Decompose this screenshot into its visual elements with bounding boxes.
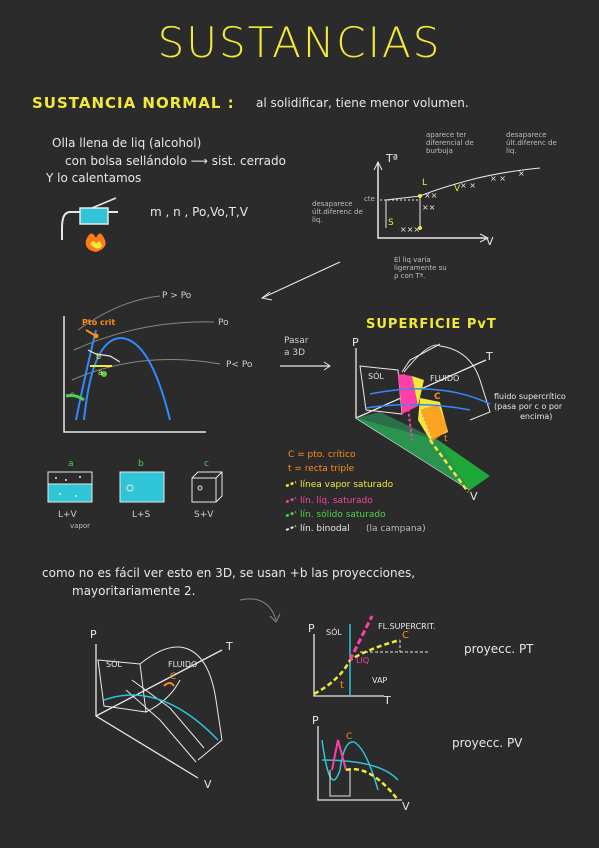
tv-note-top1: aparece ter diferencial de burbuja — [426, 131, 474, 155]
b3d-lbl-sol: SÓL — [106, 660, 122, 669]
pv-lbl-a: a — [98, 368, 103, 377]
state-b-tag: b — [138, 459, 144, 469]
sup-note-1: fluido supercrítico — [494, 392, 566, 401]
legend-item-liq: lín. líq. saturado — [300, 496, 373, 506]
superficie-title: SUPERFICIE PvT — [366, 317, 497, 332]
state-b-label: L+S — [132, 510, 151, 520]
b3d-lbl-c: C — [170, 672, 177, 682]
b3d-lbl-fluido: FLUIDO — [168, 660, 198, 669]
pt-axis-t: T — [384, 694, 391, 707]
pt-lbl-c: C — [402, 630, 409, 641]
pvp-axis-v: V — [402, 800, 410, 813]
intro-line-1: Olla llena de liq (alcohol) — [52, 136, 202, 150]
pt-lbl-liq: LIQ — [356, 656, 370, 665]
legend-item-binodal: lín. binodal — [300, 524, 350, 534]
state-a-label: L+V — [58, 510, 77, 520]
legend-item-binodal-extra: (la campana) — [366, 524, 426, 534]
pt-lbl-fl: FL.SUPERCRIT. — [378, 622, 436, 631]
tv-lbl-s: S — [388, 218, 394, 228]
b3d-axis-t: T — [226, 640, 233, 653]
state-a-tag: a — [68, 459, 74, 469]
tv-note-top2: desaparece últ.diferenc de liq. — [506, 131, 557, 155]
legend-item-solido: lín. sólido saturado — [300, 510, 386, 520]
tv-lbl-v: V — [454, 184, 461, 194]
pt-axis-p: P — [308, 622, 315, 635]
svg-text:××: ×× — [422, 203, 435, 212]
sup-note-3: encima) — [520, 412, 553, 421]
pt-proj-label: proyecc. PT — [464, 642, 534, 656]
sup-lbl-t: t — [444, 434, 448, 444]
sup-axis-p: P — [352, 336, 359, 349]
svg-text:×: × — [518, 169, 525, 178]
legend-item-vapor: línea vapor saturado — [300, 480, 394, 490]
como-line-1: como no es fácil ver esto en 3D, se usan… — [42, 566, 416, 580]
pvp-lbl-c: C — [346, 732, 353, 742]
sup-note-2: (pasa por c o por — [494, 402, 563, 411]
pv-lbl-c: c — [70, 390, 75, 399]
tv-axis-v: V — [486, 235, 494, 248]
state-c-tag: c — [204, 459, 209, 469]
svg-text:××: ×× — [424, 191, 437, 200]
pv-lbl-ppo: P > Po — [162, 291, 192, 301]
legend-item-t: t = recta triple — [288, 464, 355, 474]
sup-lbl-sol: SÓL — [368, 372, 384, 381]
pt-lbl-sol: SÓL — [326, 628, 342, 637]
pv-proj-label: proyecc. PV — [452, 736, 523, 750]
como-line-2: mayoritariamente 2. — [72, 584, 196, 598]
page-title: SUSTANCIAS — [157, 18, 442, 67]
state-c-label: S+V — [194, 510, 214, 520]
legend-item-c: C = pto. crítico — [288, 450, 356, 460]
pasar-line-1: Pasar — [284, 336, 309, 346]
normal-desc: al solidificar, tiene menor volumen. — [256, 96, 469, 110]
normal-heading: SUSTANCIA NORMAL : — [32, 94, 235, 112]
pv-lbl-ptocrit: Pto crit — [82, 318, 116, 327]
tv-lbl-l: L — [422, 178, 428, 188]
pasar-line-2: a 3D — [284, 348, 306, 358]
sup-axis-t: T — [486, 350, 493, 363]
state-a-sub: vapor — [70, 522, 91, 530]
tv-lbl-cte: cte — [364, 195, 375, 203]
tv-note-bottom: El liq varía ligeramente su ρ con Tª. — [394, 256, 447, 280]
b3d-axis-p: P — [90, 628, 97, 641]
intro-line-3: Y lo calentamos — [46, 171, 142, 185]
tv-axis-t: Tª — [386, 152, 398, 165]
sup-lbl-fluido: FLUIDO — [430, 374, 460, 383]
pv-lbl-b: b — [96, 352, 102, 361]
svg-text:×××: ××× — [400, 225, 420, 234]
b3d-axis-v: V — [204, 778, 212, 791]
sup-lbl-c: C — [434, 392, 441, 402]
sup-axis-v: V — [470, 490, 478, 503]
svg-text:× ×: × × — [460, 181, 476, 190]
pt-lbl-vap: VAP — [372, 676, 388, 685]
pv-lbl-plpo: P< Po — [226, 360, 253, 370]
pv-lbl-po: Po — [218, 318, 229, 328]
svg-text:× ×: × × — [490, 174, 506, 183]
intro-line-2: con bolsa sellándolo ⟶ sist. cerrado — [65, 154, 286, 168]
intro-vars: m , n , Po,Vo,T,V — [150, 205, 248, 219]
tv-note-left: desaparece últ.diferenc de liq. — [312, 200, 363, 224]
pvp-axis-p: P — [312, 714, 319, 727]
pt-lbl-t: t — [340, 680, 344, 691]
